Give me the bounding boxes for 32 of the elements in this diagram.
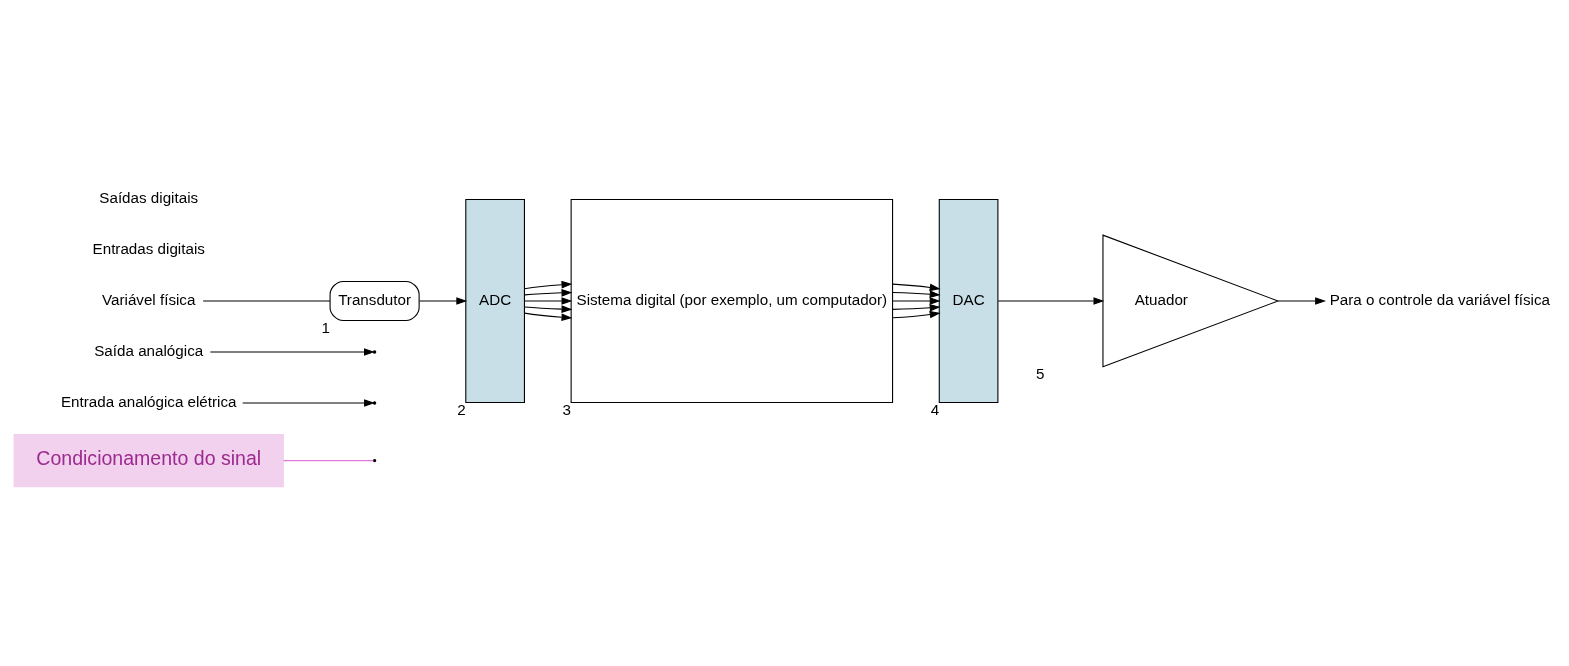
connector xyxy=(282,460,374,462)
label: Entradas digitais xyxy=(92,239,205,257)
arrow xyxy=(892,310,941,319)
node-label: 2 xyxy=(457,400,466,418)
arrow xyxy=(892,283,941,292)
node-text: Variável física xyxy=(102,290,196,308)
arrow xyxy=(892,303,941,312)
arrow xyxy=(523,312,573,321)
node-box: Sistema digital (por exemplo, um computador) xyxy=(570,198,894,404)
arrow xyxy=(418,297,468,305)
node-box: Transdutor xyxy=(329,280,420,322)
arrow xyxy=(523,280,573,290)
arrow xyxy=(523,305,573,313)
node-text: Saída analógica xyxy=(94,342,204,360)
node-box: ADC xyxy=(465,198,525,404)
node-box: Condicionamento do sinal xyxy=(13,434,284,488)
label: Saídas digitais xyxy=(99,188,199,206)
arrow xyxy=(523,289,573,297)
node-label: 5 xyxy=(1036,365,1045,383)
arrow xyxy=(892,297,941,305)
arrow xyxy=(997,297,1105,305)
node-label: 4 xyxy=(930,400,940,418)
node-label: 3 xyxy=(562,400,572,418)
node-box: DAC xyxy=(938,198,999,404)
arrow xyxy=(209,348,375,356)
node-text: Entrada analógica elétrica xyxy=(60,393,237,411)
node-text: Para o controle da variável física xyxy=(1329,290,1550,308)
arrow xyxy=(1277,297,1327,305)
arrow xyxy=(523,297,573,305)
connector xyxy=(202,300,331,302)
node-label: 1 xyxy=(321,318,330,336)
arrow xyxy=(892,290,941,298)
